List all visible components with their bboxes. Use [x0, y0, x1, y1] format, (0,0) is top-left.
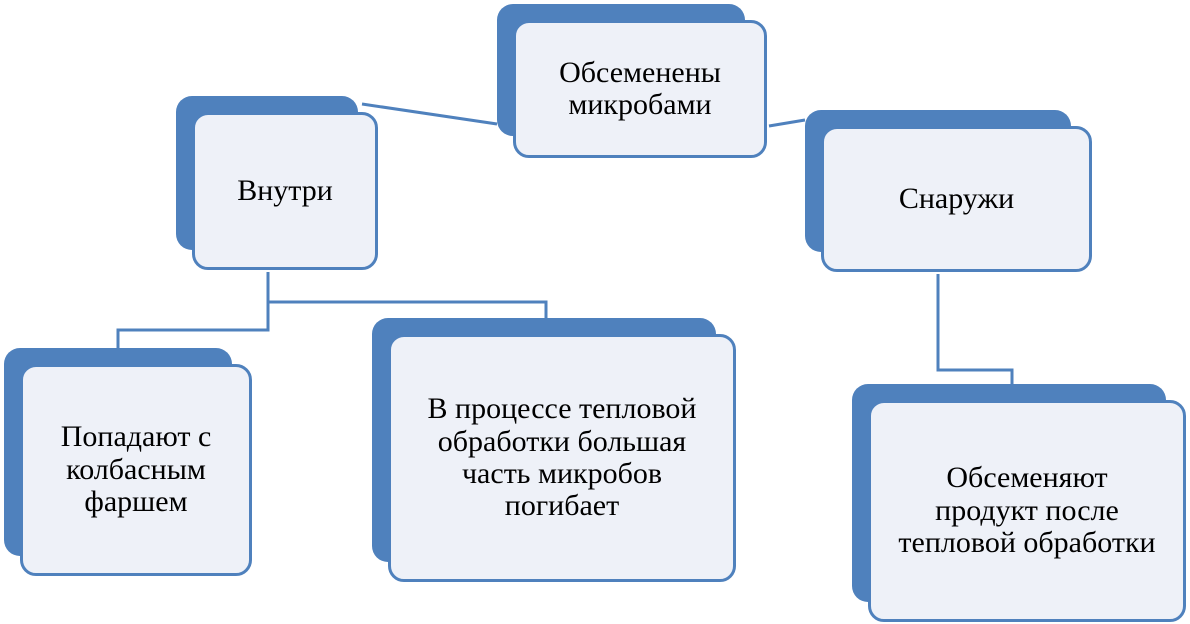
- node-outside-label: Снаружи: [898, 181, 1015, 215]
- node-root-box: Обсеменены микробами: [513, 20, 767, 158]
- node-inside-label: Внутри: [237, 173, 333, 207]
- node-inside-box: Внутри: [192, 112, 378, 270]
- node-heat-label: В процессе тепловой обработки большая ча…: [427, 392, 697, 523]
- node-heat-treatment: В процессе тепловой обработки большая ча…: [372, 318, 738, 584]
- node-outside-box: Снаружи: [821, 126, 1092, 272]
- node-heat-box: В процессе тепловой обработки большая ча…: [388, 334, 736, 582]
- node-after-treatment: Обсеменяют продукт после тепловой обрабо…: [852, 384, 1188, 624]
- connector-root-outside: [768, 118, 806, 128]
- node-after-label: Обсеменяют продукт после тепловой обрабо…: [898, 461, 1156, 560]
- node-inside: Внутри: [176, 96, 380, 272]
- node-outside: Снаружи: [805, 110, 1094, 274]
- connector-inside-heat: [268, 300, 548, 318]
- node-after-box: Обсеменяют продукт после тепловой обрабо…: [868, 400, 1186, 622]
- node-mince-box: Попадают с колбасным фаршем: [20, 364, 252, 576]
- node-root-label: Обсеменены микробами: [559, 55, 721, 121]
- connector-outside-after: [936, 274, 1014, 384]
- connector-root-inside: [361, 102, 498, 126]
- node-mince: Попадают с колбасным фаршем: [4, 348, 254, 578]
- connector-inside-children: [116, 272, 270, 348]
- node-root: Обсеменены микробами: [497, 4, 769, 158]
- node-mince-label: Попадают с колбасным фаршем: [60, 420, 212, 519]
